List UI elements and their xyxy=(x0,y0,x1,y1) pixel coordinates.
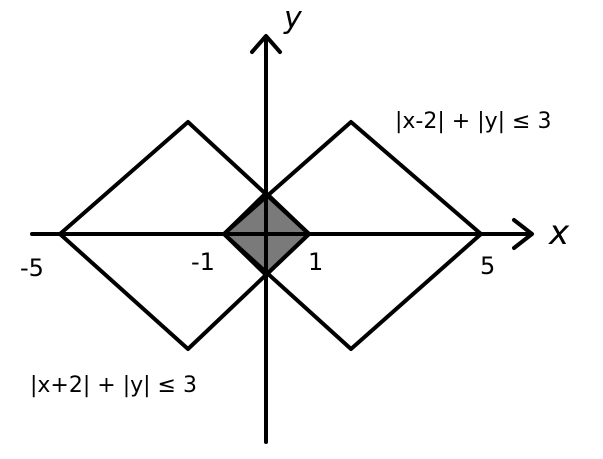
y-axis-label: y xyxy=(283,1,303,36)
tick-label-neg5: -5 xyxy=(20,254,44,282)
y-axis-arrowhead xyxy=(250,34,282,54)
left-region-label: |x+2| + |y| ≤ 3 xyxy=(30,373,197,398)
x-axis-arrowhead xyxy=(512,218,534,250)
tick-label-pos1: 1 xyxy=(308,248,323,276)
x-axis-label: x xyxy=(548,213,570,253)
right-region-label: |x-2| + |y| ≤ 3 xyxy=(395,109,551,134)
tick-label-pos5: 5 xyxy=(480,252,495,280)
tick-label-neg1: -1 xyxy=(191,248,215,276)
